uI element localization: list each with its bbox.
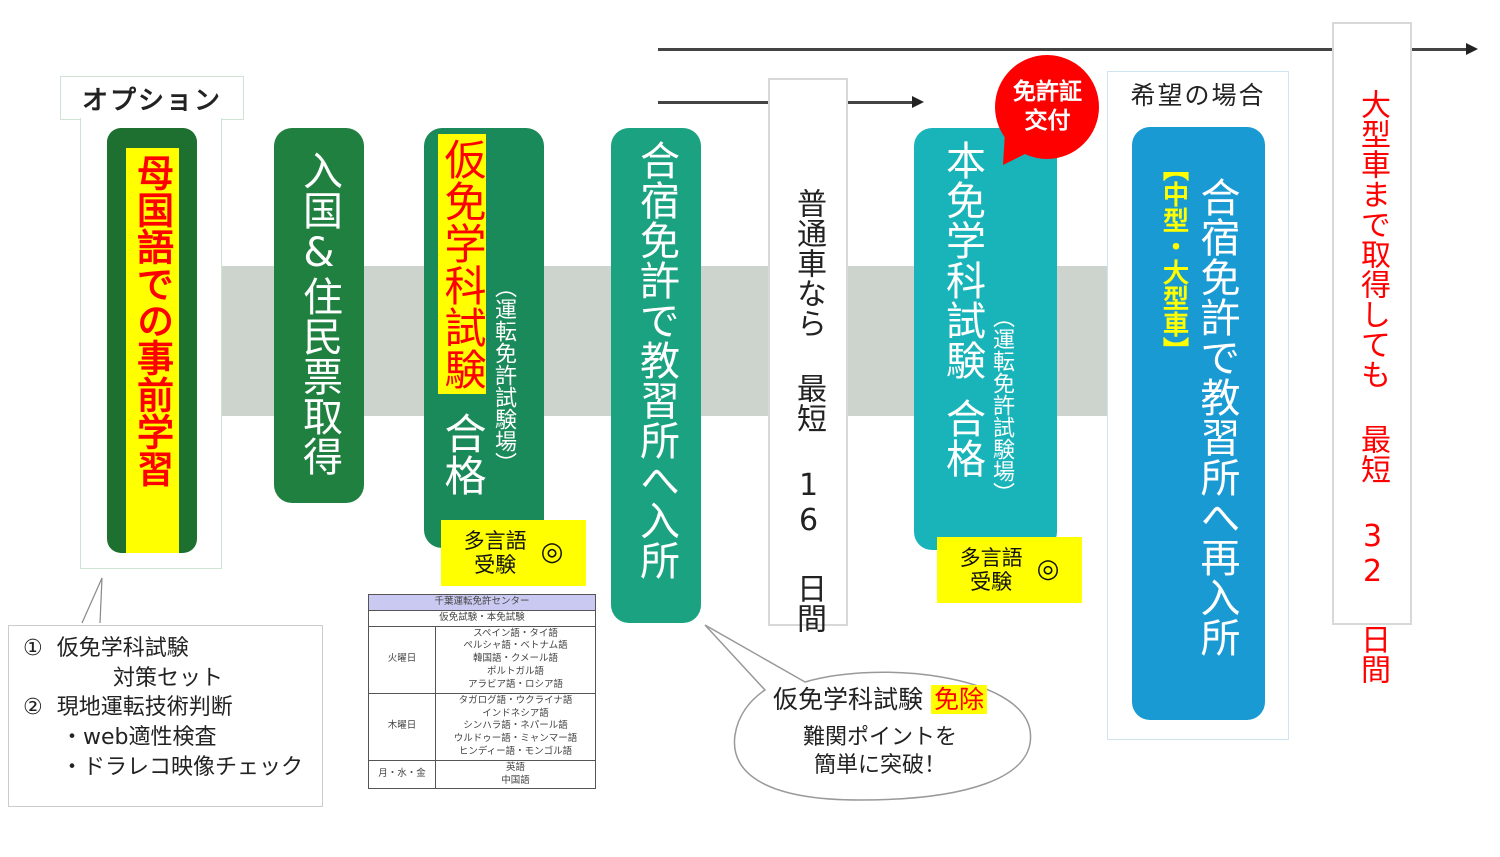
duration-standard-label: 普通車なら (791, 188, 826, 338)
exemption-line2: 難関ポイントを (802, 725, 957, 750)
table-day: 木曜日 (368, 692, 436, 761)
duration-large-label: 大型車まで取得しても (1355, 89, 1390, 389)
license-bubble: 免許証 交付 (990, 78, 1105, 136)
table-title: 千葉運転免許センター (368, 594, 596, 611)
callout-tail (81, 577, 103, 624)
table-language: インドネシア語 (482, 707, 549, 719)
license-bubble-shape (995, 55, 1099, 165)
step-re-entry: 【中型・大型車】 合宿免許で教習所へ再入所 (1132, 127, 1265, 720)
exemption-callout: 仮免学科試験 免除 難関ポイントを 簡単に突破！ (745, 680, 1015, 779)
double-circle-icon: ◎ (540, 537, 564, 568)
arrow-head-icon (1466, 43, 1478, 55)
table-subtitle: 仮免試験・本免試験 (368, 609, 596, 627)
exemption-callout-shape (704, 624, 1032, 801)
item2-bullet1: ・web適性検査 (61, 725, 217, 751)
step-provisional-exam: 仮免学科試験 合格 （運転免許試験場） (424, 128, 544, 548)
provisional-exam-venue: （運転免許試験場） (491, 276, 516, 474)
option-note: ① 仮免学科試験 対策セット ② 現地運転技術判断 ・web適性検査 ・ドラレコ… (8, 625, 323, 807)
exemption-line3: 簡単に突破！ (813, 752, 946, 778)
arrow-head-icon (912, 96, 924, 108)
re-entry-label-text: 希望の場合 (1130, 80, 1266, 110)
table-language: スペイン語・タイ語 (473, 627, 558, 639)
badge-line1: 多言語 (463, 528, 527, 553)
table-language: 韓国語・クメール語 (472, 653, 559, 665)
item1-line1: 仮免学科試験 (56, 636, 189, 661)
timeline-arrow-long (658, 48, 1468, 51)
table-row: 木曜日 タガログ語・ウクライナ語 インドネシア語 シンハラ語・ネパール語 ウルド… (368, 692, 596, 761)
table-language: ウルドゥー語・ミャンマー語 (453, 733, 578, 745)
table-language: 英語 (505, 761, 525, 773)
multilingual-badge-1: 多言語受験 ◎ (441, 520, 586, 586)
exemption-highlight: 免除 (930, 685, 987, 714)
pre-study-text: 母国語での事前学習 (125, 148, 179, 553)
duration-large: 大型車まで取得しても 最短 32 日間 (1332, 22, 1412, 684)
school-entry-text: 合宿免許で教習所へ入所 (633, 140, 679, 580)
table-language: アラビア語・ロシア語 (467, 678, 563, 690)
table-day: 火曜日 (368, 625, 436, 694)
badge-line1: 多言語 (959, 545, 1023, 570)
item2-bullet2: ・ドラレコ映像チェック (61, 754, 304, 780)
full-exam-venue: （運転免許試験場） (989, 306, 1014, 504)
duration-standard-shortest: 最短 (791, 373, 826, 433)
table-day: 月・水・金 (368, 759, 436, 790)
full-exam-result: 合格 (939, 398, 985, 478)
table-language: ペルシャ語・ベトナム語 (463, 640, 568, 652)
duration-large-shortest: 最短 (1355, 424, 1390, 484)
table-language: タガログ語・ウクライナ語 (458, 694, 573, 706)
item1-line2: 対策セット (113, 665, 224, 691)
entry-text: 入国&住民票取得 (296, 150, 342, 476)
table-language: ヒンディー語・モンゴル語 (458, 745, 573, 757)
step-entry: 入国&住民票取得 (274, 128, 364, 503)
item1-number: ① (23, 636, 43, 661)
provisional-exam-title: 仮免学科試験 (438, 134, 487, 394)
step-school-entry: 合宿免許で教習所へ入所 (611, 128, 701, 623)
item2-number: ② (23, 695, 43, 721)
duration-standard-days: 16 (791, 468, 826, 538)
duration-large-days: 32 (1355, 519, 1390, 589)
table-row: 火曜日 スペイン語・タイ語 ペルシャ語・ベトナム語 韓国語・クメール語 ポルトガ… (368, 625, 596, 694)
step-pre-study: 母国語での事前学習 (107, 128, 197, 553)
duration-large-unit: 日間 (1355, 624, 1390, 684)
license-bubble-line2: 交付 (1024, 107, 1071, 134)
re-entry-tag: 【中型・大型車】 (1158, 155, 1189, 363)
full-exam-title: 本免学科試験 (939, 140, 985, 380)
badge-line2: 受験 (970, 570, 1013, 594)
re-entry-text: 合宿免許で教習所へ再入所 (1193, 177, 1240, 657)
exemption-line1: 仮免学科試験 (773, 685, 924, 714)
table-language: ポルトガル語 (486, 666, 544, 678)
option-label: オプション (60, 76, 244, 120)
re-entry-group-label: 希望の場合 (1107, 71, 1289, 116)
table-language: シンハラ語・ネパール語 (463, 720, 568, 732)
duration-standard-unit: 日間 (791, 573, 826, 633)
step-full-exam: 本免学科試験 合格 （運転免許試験場） (914, 128, 1057, 550)
item2-line1: 現地運転技術判断 (56, 695, 233, 721)
multilingual-badge-2: 多言語受験 ◎ (937, 537, 1082, 603)
double-circle-icon: ◎ (1036, 554, 1060, 585)
duration-standard: 普通車なら 最短 16 日間 (768, 78, 848, 633)
provisional-exam-result: 合格 (438, 412, 487, 496)
language-schedule-table: 千葉運転免許センター 仮免試験・本免試験 火曜日 スペイン語・タイ語 ペルシャ語… (368, 594, 596, 790)
table-language: 中国語 (501, 774, 530, 786)
license-bubble-line1: 免許証 (1013, 79, 1082, 105)
option-label-text: オプション (81, 85, 222, 116)
badge-line2: 受験 (474, 553, 517, 577)
table-row: 月・水・金 英語 中国語 (368, 759, 596, 790)
